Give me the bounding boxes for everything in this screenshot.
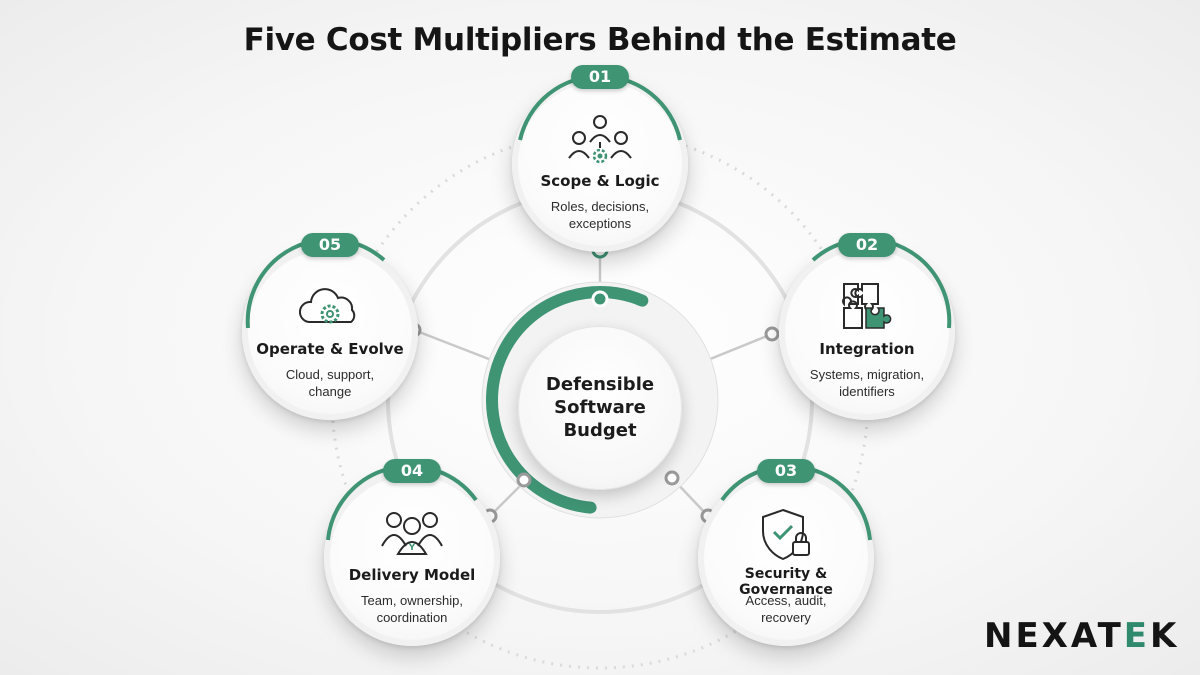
node-title: Integration: [819, 340, 915, 358]
center-hub: Defensible Software Budget: [518, 326, 682, 490]
hub-line-2: Software Budget: [554, 397, 646, 441]
svg-text:Y: Y: [408, 543, 416, 553]
node-desc-line-1: Team, ownership,: [361, 593, 463, 608]
node-description: Systems, migration, identifiers: [805, 366, 929, 400]
node-operate-evolve: 05 Operate & Evolve Cloud, support, chan…: [242, 233, 418, 420]
node-desc-line-1: Access, audit,: [745, 593, 827, 608]
node-desc-line-1: Roles, decisions,: [550, 199, 650, 214]
node-integration: 02 Integration Systems, migration, ident…: [779, 233, 955, 420]
hub-line-1: Defensible: [545, 374, 655, 395]
hub-label: Defensible Software Budget: [518, 373, 682, 442]
node-desc-line-2: change: [308, 384, 352, 399]
node-desc-line-2: identifiers: [839, 384, 895, 399]
hub-progress-arc: [486, 286, 714, 514]
node-number-badge: 03: [757, 459, 815, 483]
puzzle-icon: [842, 283, 892, 329]
node-accent-arc: [245, 238, 386, 329]
node-number-badge: 02: [838, 233, 896, 257]
node-number-badge: 05: [301, 233, 359, 257]
node-desc-line-2: coordination: [376, 610, 448, 625]
node-delivery-model: 04 Y Delivery Model Team, ownership, coo…: [324, 459, 500, 646]
node-title: Scope & Logic: [540, 172, 660, 190]
node-number-badge: 01: [571, 65, 629, 89]
node-security-governance: 03 Security & Governance Access, audit, …: [698, 459, 874, 646]
cloud-gear-icon: [299, 288, 356, 324]
node-title: Delivery Model: [348, 566, 476, 584]
node-description: Cloud, support, change: [268, 366, 392, 400]
node-title: Operate & Evolve: [256, 340, 404, 358]
logo-main-text: NEXAT: [984, 616, 1124, 656]
node-accent-arc: [811, 238, 952, 329]
logo-accent-letter: E: [1123, 616, 1150, 656]
node-desc-line-1: Systems, migration,: [809, 367, 925, 382]
node-desc-line-2: recovery: [761, 610, 811, 625]
logo-tail-text: K: [1150, 616, 1180, 656]
node-title: Security & Governance: [739, 566, 833, 598]
node-scope-logic: 01 Scope & Logic Roles, decisions, excep…: [512, 65, 688, 252]
nexatek-logo: NEXATEK: [984, 616, 1179, 656]
page-title: Five Cost Multipliers Behind the Estimat…: [243, 22, 957, 58]
team-icon: Y: [381, 512, 443, 555]
node-description: Access, audit, recovery: [724, 592, 848, 626]
node-desc-line-2: exceptions: [568, 216, 632, 231]
node-desc-line-1: Cloud, support,: [285, 367, 375, 382]
node-description: Roles, decisions, exceptions: [538, 198, 662, 232]
node-number-badge: 04: [383, 459, 441, 483]
shield-lock-icon: [762, 508, 810, 561]
people-gear-icon: [568, 115, 632, 164]
node-description: Team, ownership, coordination: [350, 592, 474, 626]
